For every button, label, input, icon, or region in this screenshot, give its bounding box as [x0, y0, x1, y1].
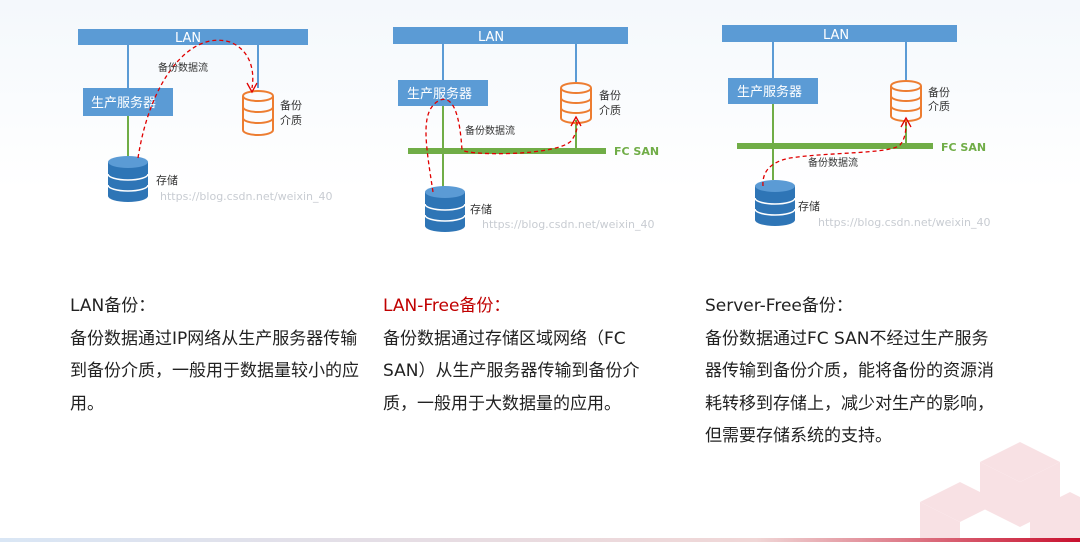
server-label: 生产服务器	[91, 95, 156, 111]
backup-flow-path	[425, 98, 578, 193]
watermark: https://blog.csdn.net/weixin_40	[482, 218, 655, 231]
diagram-lan-svg: LAN 生产服务器 备份 介质 存储 备份数据流 https://blog.cs…	[78, 29, 333, 203]
backup-media-icon	[560, 82, 592, 124]
server-free-body: 备份数据通过FC SAN不经过生产服务器传输到备份介质，能将备份的资源消耗转移到…	[705, 328, 994, 447]
lan-backup-title: LAN备份：	[70, 296, 156, 316]
server-free-title: Server-Free备份：	[705, 296, 853, 316]
server-free-description: Server-Free备份： 备份数据通过FC SAN不经过生产服务器传输到备份…	[705, 290, 995, 453]
storage-label: 存储	[470, 202, 492, 216]
diagram-server-free-svg: LAN 生产服务器 FC SAN 备份 介质 存储 备份数据流 https://…	[722, 25, 991, 229]
server-label: 生产服务器	[737, 84, 802, 100]
lan-bar	[78, 29, 308, 45]
production-server	[728, 78, 818, 104]
lan-free-body: 备份数据通过存储区域网络（FC SAN）从生产服务器传输到备份介质，一般用于大数…	[383, 328, 640, 414]
production-server	[83, 88, 173, 116]
media-label-1: 备份	[599, 88, 621, 102]
decorative-cubes	[920, 442, 1080, 542]
storage-icon	[424, 186, 466, 232]
fc-san-label: FC SAN	[941, 141, 986, 154]
storage-icon	[107, 156, 149, 202]
lan-label: LAN	[478, 30, 504, 45]
fc-san-bar	[737, 143, 933, 149]
media-label-2: 介质	[280, 114, 302, 127]
diagram-lan-backup: LAN 生产服务器 备份 介质 存储 备份数据流 https://blog.cs…	[0, 0, 360, 240]
lan-bar	[722, 25, 957, 42]
diagram-lan-free-svg: LAN 生产服务器 FC SAN 备份 介质 存储 备份数据流 https://…	[393, 27, 659, 232]
backup-flow-path	[137, 39, 254, 159]
fc-san-bar	[408, 148, 606, 154]
flow-label: 备份数据流	[465, 124, 515, 137]
lan-free-description: LAN-Free备份： 备份数据通过存储区域网络（FC SAN）从生产服务器传输…	[383, 290, 648, 420]
lan-bar	[393, 27, 628, 44]
backup-media-icon	[890, 80, 922, 122]
media-label-2: 介质	[599, 104, 621, 117]
lan-free-title: LAN-Free备份：	[383, 296, 511, 316]
storage-label: 存储	[156, 173, 178, 187]
backup-flow-path	[762, 121, 907, 187]
watermark: https://blog.csdn.net/weixin_40	[160, 190, 333, 203]
media-label-2: 介质	[928, 100, 950, 113]
media-label-1: 备份	[928, 85, 950, 99]
watermark: https://blog.csdn.net/weixin_40	[818, 216, 991, 229]
bottom-accent-bar	[0, 538, 1080, 542]
lan-backup-description: LAN备份： 备份数据通过IP网络从生产服务器传输到备份介质，一般用于数据量较小…	[70, 290, 370, 420]
lan-label: LAN	[175, 31, 201, 46]
fc-san-label: FC SAN	[614, 145, 659, 158]
media-label-1: 备份	[280, 98, 302, 112]
lan-label: LAN	[823, 28, 849, 43]
flow-label: 备份数据流	[158, 61, 208, 74]
flow-label: 备份数据流	[808, 156, 858, 169]
storage-icon	[754, 180, 796, 226]
server-label: 生产服务器	[407, 86, 472, 102]
storage-label: 存储	[798, 199, 820, 213]
production-server	[398, 80, 488, 106]
lan-backup-body: 备份数据通过IP网络从生产服务器传输到备份介质，一般用于数据量较小的应用。	[70, 328, 359, 414]
backup-media-icon	[242, 90, 274, 136]
